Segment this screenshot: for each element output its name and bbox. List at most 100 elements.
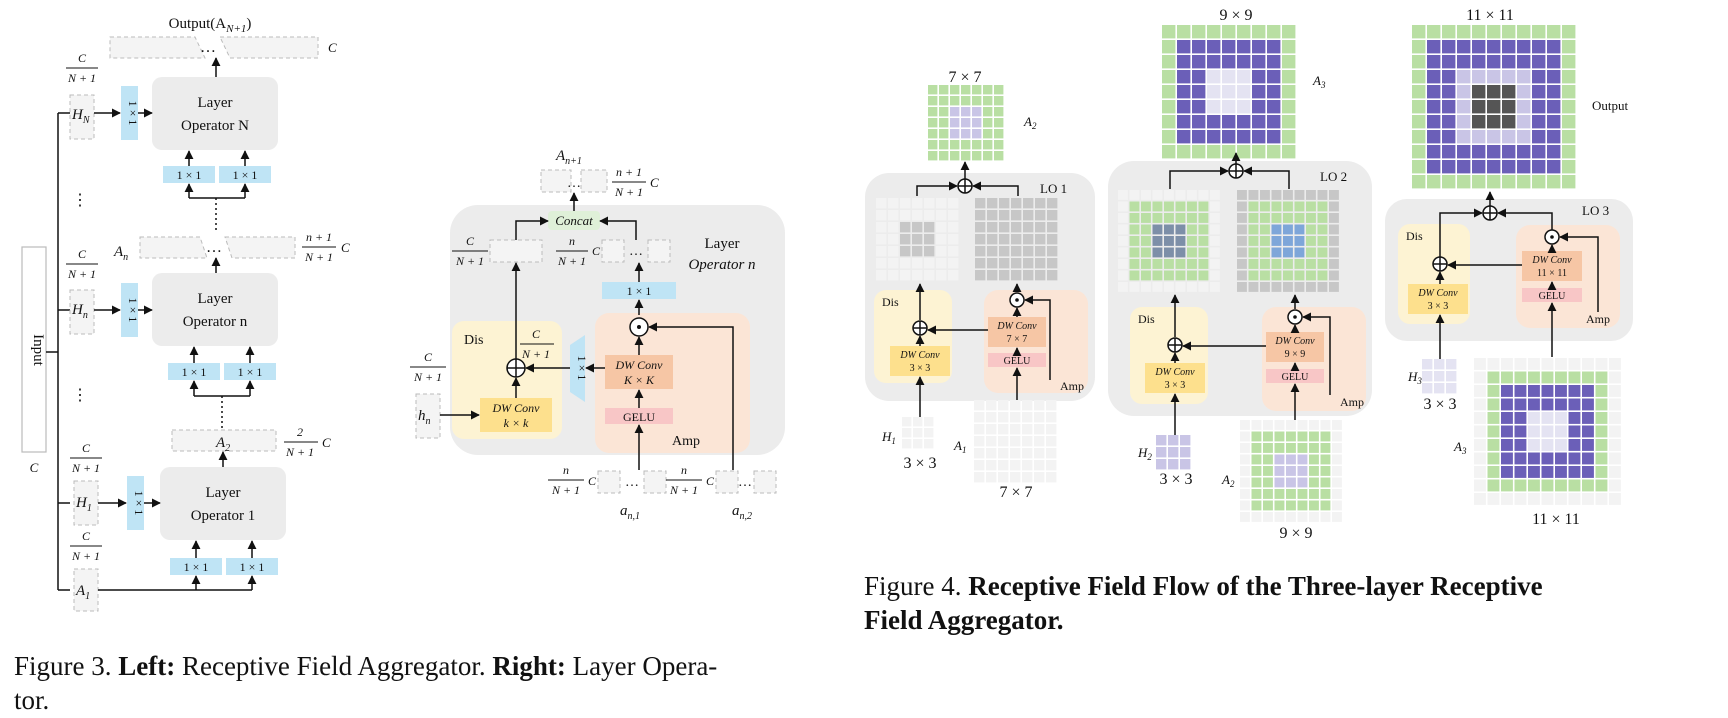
- svg-text:Layer: Layer: [705, 236, 740, 252]
- svg-text:Amp: Amp: [672, 434, 700, 449]
- svg-text:N + 1: N + 1: [67, 267, 96, 281]
- svg-text:9 × 9: 9 × 9: [1285, 349, 1306, 360]
- svg-text:7 × 7: 7 × 7: [948, 69, 981, 86]
- svg-text:…: …: [625, 475, 639, 490]
- grid-H3: [1422, 359, 1457, 394]
- svg-text:11 × 11: 11 × 11: [1537, 268, 1567, 279]
- svg-text:A2: A2: [215, 435, 230, 454]
- svg-text:An+1: An+1: [555, 148, 582, 167]
- svg-text:C: C: [706, 474, 715, 488]
- svg-text:1 × 1: 1 × 1: [627, 284, 652, 298]
- svg-text:GELU: GELU: [1282, 372, 1309, 383]
- svg-text:…: …: [629, 244, 643, 259]
- svg-text:Hn: Hn: [71, 302, 88, 321]
- svg-text:Amp: Amp: [1340, 395, 1364, 409]
- svg-text:C: C: [82, 529, 91, 543]
- svg-text:Output: Output: [1592, 98, 1629, 113]
- svg-text:2: 2: [297, 425, 303, 439]
- svg-text:An: An: [113, 244, 128, 263]
- svg-text:9 × 9: 9 × 9: [1279, 525, 1312, 542]
- svg-text:DW Conv: DW Conv: [615, 358, 664, 372]
- svg-text:1 × 1: 1 × 1: [240, 560, 265, 574]
- svg-text:11 × 11: 11 × 11: [1466, 7, 1514, 24]
- svg-text:N + 1: N + 1: [521, 347, 550, 361]
- svg-text:1 × 1: 1 × 1: [126, 101, 140, 126]
- svg-text:3 × 3: 3 × 3: [903, 455, 936, 472]
- svg-text:HN: HN: [71, 107, 91, 126]
- svg-text:C: C: [592, 244, 601, 258]
- svg-text:H1: H1: [881, 429, 896, 446]
- output-dashed-tensor: [109, 36, 206, 59]
- svg-text:9 × 9: 9 × 9: [1219, 7, 1252, 24]
- svg-text:an,2: an,2: [732, 503, 752, 522]
- svg-text:N + 1: N + 1: [304, 250, 333, 264]
- input-label: Input: [30, 334, 46, 366]
- svg-text:…: …: [567, 176, 581, 191]
- svg-text:C: C: [82, 441, 91, 455]
- svg-text:C: C: [78, 51, 87, 65]
- svg-text:Amp: Amp: [1060, 379, 1084, 393]
- svg-text:1 × 1: 1 × 1: [132, 491, 146, 516]
- grid-lo1-dis: [876, 198, 959, 281]
- svg-text:3 × 3: 3 × 3: [1423, 396, 1456, 413]
- svg-text:Operator n: Operator n: [183, 314, 248, 330]
- svg-text:N + 1: N + 1: [614, 185, 643, 199]
- svg-text:an,1: an,1: [620, 503, 640, 522]
- svg-text:Dis: Dis: [882, 295, 899, 309]
- svg-text:A2: A2: [1023, 114, 1037, 131]
- grid-A2-top: [928, 85, 1004, 161]
- svg-text:Operator N: Operator N: [181, 118, 249, 134]
- grid-A2-bottom: [1240, 420, 1342, 522]
- svg-text:C: C: [328, 40, 337, 55]
- svg-text:3 × 3: 3 × 3: [910, 363, 931, 374]
- svg-text:C: C: [588, 474, 597, 488]
- svg-text:N + 1: N + 1: [71, 549, 100, 563]
- svg-text:…: …: [200, 39, 216, 56]
- svg-text:N + 1: N + 1: [557, 254, 586, 268]
- svg-text:H3: H3: [1407, 369, 1422, 386]
- svg-text:3 × 3: 3 × 3: [1159, 471, 1192, 488]
- input-bar: [21, 246, 47, 453]
- svg-text:N + 1: N + 1: [413, 370, 442, 384]
- svg-text:GELU: GELU: [1539, 291, 1566, 302]
- svg-text:A3: A3: [1312, 73, 1326, 90]
- output-label: Output(AN+1): [169, 16, 252, 35]
- svg-text:A2: A2: [1221, 472, 1235, 489]
- svg-text:Layer: Layer: [198, 291, 233, 307]
- figure-4-caption: Figure 4. Receptive Field Flow of the Th…: [864, 571, 1543, 635]
- svg-text:n: n: [681, 463, 687, 477]
- layer-operator-N-block: Layer Operator N: [152, 77, 278, 150]
- svg-text:11 × 11: 11 × 11: [1532, 511, 1580, 528]
- grid-A3-top: [1162, 25, 1296, 159]
- svg-text:hn: hn: [418, 408, 431, 427]
- svg-text:n + 1: n + 1: [616, 165, 642, 179]
- svg-text:DW Conv: DW Conv: [1417, 288, 1458, 299]
- svg-text:n: n: [563, 463, 569, 477]
- svg-text:GELU: GELU: [1004, 356, 1031, 367]
- grid-H1: [902, 417, 934, 449]
- grid-output: [1412, 25, 1576, 189]
- svg-text:GELU: GELU: [623, 410, 655, 424]
- grid-lo2-amp: [1237, 190, 1339, 292]
- svg-text:N + 1: N + 1: [71, 461, 100, 475]
- svg-text:LO 3: LO 3: [1582, 203, 1609, 218]
- conv1x1-vertical-N: [121, 86, 138, 140]
- svg-text:DW Conv: DW Conv: [899, 350, 940, 361]
- svg-text:DW Conv: DW Conv: [1154, 367, 1195, 378]
- receptive-field-aggregator-diagram: Input C … Output(AN+1) C Layer Operator …: [21, 16, 350, 612]
- grid-lo1-amp: [975, 198, 1058, 281]
- svg-text:DW Conv: DW Conv: [492, 401, 541, 415]
- svg-text:1 × 1: 1 × 1: [238, 365, 263, 379]
- svg-text:k × k: k × k: [504, 416, 529, 430]
- svg-text:C: C: [78, 247, 87, 261]
- svg-text:N + 1: N + 1: [551, 483, 580, 497]
- svg-text:…: …: [206, 239, 222, 256]
- svg-text:1 × 1: 1 × 1: [233, 168, 258, 182]
- svg-text:H2: H2: [1137, 445, 1152, 462]
- svg-text:C: C: [650, 175, 659, 190]
- svg-text:⋮: ⋮: [72, 387, 88, 404]
- grid-A3-bottom: [1474, 358, 1621, 505]
- svg-text:1 × 1: 1 × 1: [126, 298, 140, 323]
- svg-text:…: …: [738, 475, 752, 490]
